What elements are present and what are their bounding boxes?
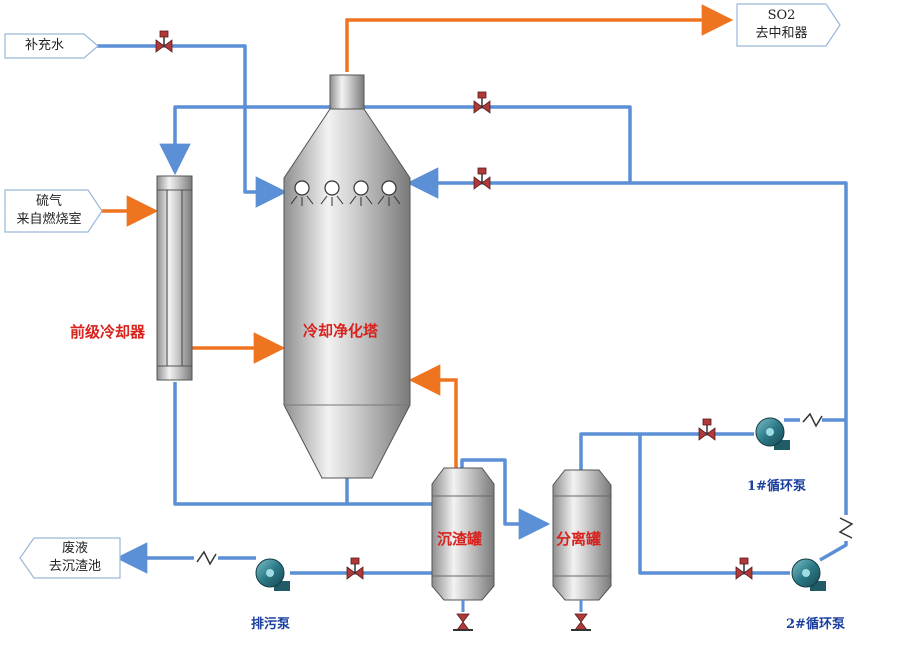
water-lines [97,44,848,575]
pump2-discharge-line [819,420,848,562]
makeup-water-label: 补充水 [24,38,64,53]
spray-feed-line [406,167,848,420]
precooler-feed-line [159,105,632,183]
check-valve-icon [838,515,854,541]
check-valve-icon [800,412,823,428]
settling-tank-label: 沉渣罐 [437,530,483,548]
gate-valve-icon[interactable] [473,167,491,190]
waste-liquid-label: 废液 [61,541,88,556]
makeup-water-tag: 补充水 [5,34,84,58]
centrifugal-pump-icon[interactable] [255,558,291,592]
pre-cooler-label: 前级冷却器 [70,323,146,341]
so2-outlet-line [345,4,734,72]
valves[interactable] [155,30,753,631]
pump2-label: 2#循环泵 [786,617,845,632]
gate-valve-icon[interactable] [346,557,364,580]
gas-lines [101,4,734,468]
check-valves [194,412,854,566]
waste-liquid-tag: 废液 去沉渣池 [30,538,120,578]
pre-cooler [156,175,193,381]
waste-destination-label: 去沉渣池 [48,559,101,574]
drain-valve-icon[interactable] [571,613,591,631]
separator-tank [552,469,612,612]
makeup-water-line [97,44,288,208]
pump1-label: 1#循环泵 [747,479,806,494]
cooling-tower-label: 冷却净化塔 [303,322,379,340]
settling-to-separator-line [460,458,551,540]
settling-tank [431,467,495,612]
sulfur-gas-label: 硫气 [35,194,62,209]
so2-label: SO2 [767,8,796,23]
check-valve-icon [194,550,218,566]
gate-valve-icon[interactable] [698,418,716,441]
gate-valve-icon[interactable] [735,557,753,580]
so2-outlet-tag: SO2 去中和器 [737,4,826,46]
drain-valve-icon[interactable] [453,613,473,631]
sulfur-gas-tag: 硫气 来自燃烧室 [5,190,93,232]
settling-gas-return-line [408,364,458,468]
sewage-pump-label: 排污泵 [251,617,291,632]
separator-tank-label: 分离罐 [556,530,602,548]
centrifugal-pump-icon[interactable] [791,558,827,592]
so2-destination-label: 去中和器 [755,26,808,41]
separator-to-pumps-line [579,432,754,470]
gate-valve-icon[interactable] [473,91,491,114]
tag-shapes [4,3,841,579]
cooling-tower [283,74,411,479]
gate-valve-icon[interactable] [155,30,173,53]
sulfur-gas-source-label: 来自燃烧室 [16,212,82,227]
centrifugal-pump-icon[interactable] [755,417,791,451]
